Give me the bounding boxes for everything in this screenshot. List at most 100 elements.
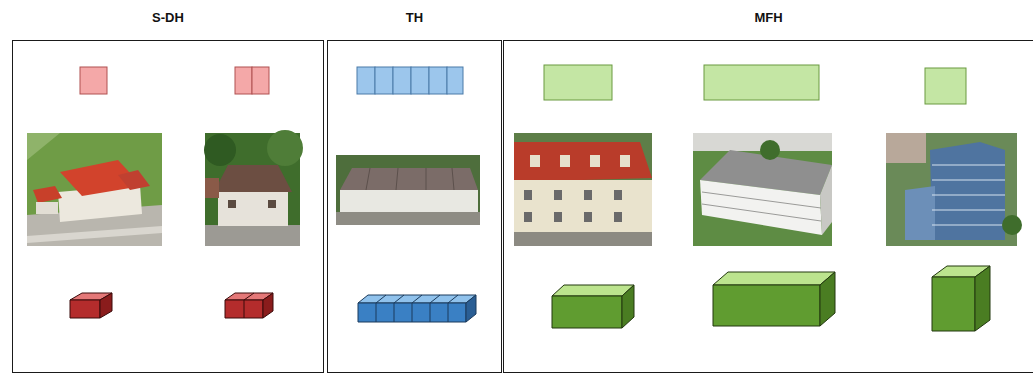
footprint-mfh — [544, 65, 612, 100]
footprint-mfh — [925, 68, 966, 104]
block-sdh — [244, 300, 245, 318]
block-th — [394, 295, 404, 303]
photo-apartment-block — [693, 133, 832, 246]
photo-high-rise — [905, 186, 935, 240]
photo-detached-house — [27, 133, 162, 246]
photo-semi-detached-house — [268, 200, 276, 208]
photo-apartment-red-roof — [590, 155, 600, 167]
photo-apartment-red-roof — [554, 212, 562, 222]
photo-apartment-red-roof — [514, 133, 652, 246]
photo-apartment-red-roof — [584, 212, 592, 222]
footprint-sdh — [80, 67, 269, 94]
panel-border — [327, 40, 502, 373]
block-th — [376, 295, 386, 303]
footprint-th — [393, 67, 411, 94]
photo-apartment-red-roof — [584, 190, 592, 200]
block-mfh — [975, 266, 990, 331]
photo-semi-detached-house — [228, 200, 236, 208]
block-th — [394, 303, 395, 322]
photo-terraced-house — [336, 155, 480, 225]
block-th — [358, 303, 466, 322]
block-th — [412, 295, 422, 303]
photo-high-rise — [886, 133, 1017, 246]
photo-apartment-red-roof — [560, 155, 570, 167]
photo-high-rise — [886, 133, 1022, 246]
block-sdh — [70, 300, 100, 318]
footprint-th — [357, 67, 463, 94]
panel-heading: S-DH — [12, 0, 324, 26]
block-sdh — [263, 293, 273, 318]
block-mfh — [622, 285, 634, 328]
block-th — [448, 303, 449, 322]
photo-high-rise — [932, 195, 1005, 196]
block-mfh — [552, 285, 634, 296]
block-sdh — [244, 293, 254, 300]
footprint-sdh — [235, 67, 252, 94]
block-mfh — [552, 296, 622, 328]
photo-apartment-red-roof — [514, 142, 652, 182]
photo-high-rise — [930, 142, 1005, 240]
photo-terraced-house — [340, 190, 478, 212]
photo-terraced-house — [336, 212, 480, 225]
photo-apartment-red-roof — [524, 212, 532, 222]
block-sdh — [70, 293, 273, 318]
photo-apartment-red-roof — [554, 190, 562, 200]
photo-apartment-block — [702, 192, 821, 208]
photo-apartment-red-roof — [614, 190, 622, 200]
footprint-mfh — [544, 65, 966, 104]
photo-apartment-red-roof — [514, 133, 652, 246]
panel-heading: TH — [327, 0, 502, 26]
photo-terraced-house — [336, 155, 480, 225]
building-type-panel: MFH — [503, 0, 1033, 373]
footprint-mfh — [704, 65, 819, 100]
block-mfh — [713, 285, 820, 326]
footprint-sdh — [252, 67, 269, 94]
photo-apartment-red-roof — [530, 155, 540, 167]
photo-apartment-red-roof — [514, 232, 652, 246]
photo-semi-detached-house — [204, 134, 236, 166]
block-mfh — [932, 277, 975, 331]
block-mfh — [820, 272, 835, 326]
block-mfh — [713, 272, 835, 285]
photo-semi-detached-house — [214, 165, 292, 192]
photo-apartment-block — [760, 140, 780, 160]
footprint-th — [447, 67, 463, 94]
photo-apartment-red-roof — [514, 180, 652, 232]
photo-semi-detached-house — [205, 225, 300, 246]
photo-semi-detached-house — [218, 190, 288, 226]
block-th — [430, 295, 440, 303]
photo-high-rise — [886, 133, 926, 163]
photo-semi-detached-house — [204, 130, 303, 246]
building-type-panel: TH — [327, 0, 502, 373]
footprint-th — [357, 67, 375, 94]
footprint-th — [411, 67, 429, 94]
photo-apartment-red-roof — [614, 212, 622, 222]
photo-apartment-block — [820, 165, 832, 235]
photo-apartment-block — [702, 204, 821, 221]
block-th — [412, 303, 413, 322]
photo-terraced-house — [340, 168, 478, 190]
photo-detached-house — [33, 186, 62, 203]
photo-semi-detached-house — [267, 130, 303, 166]
photo-detached-house — [36, 202, 58, 214]
block-th — [466, 295, 476, 322]
photo-detached-house — [118, 170, 150, 190]
block-th — [358, 295, 476, 322]
panel-border — [503, 40, 1033, 373]
photo-detached-house — [27, 133, 60, 160]
block-th — [430, 303, 431, 322]
photo-high-rise — [932, 165, 1005, 166]
photo-terraced-house — [452, 168, 454, 190]
photo-high-rise — [932, 180, 1005, 181]
block-th — [358, 295, 476, 303]
photo-apartment-block — [700, 180, 822, 235]
photo-detached-house — [27, 133, 162, 246]
photo-high-rise — [932, 225, 1005, 226]
footprint-th — [429, 67, 447, 94]
block-th — [376, 303, 377, 322]
photo-apartment-red-roof — [524, 190, 532, 200]
block-sdh — [225, 300, 263, 318]
block-sdh — [100, 293, 112, 318]
photo-semi-detached-house — [205, 178, 219, 198]
